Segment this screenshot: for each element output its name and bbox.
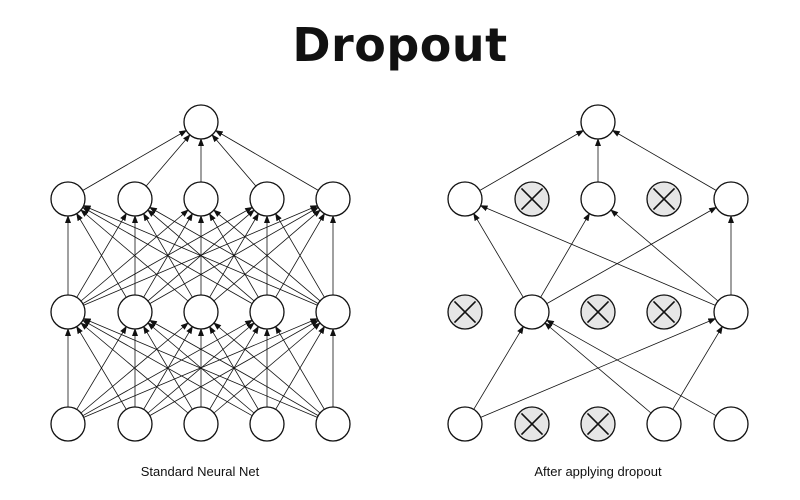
caption-dropout-net: After applying dropout bbox=[534, 464, 662, 479]
standard-network bbox=[50, 104, 351, 442]
edge-hidden1-4-to-hidden2-2 bbox=[213, 209, 321, 302]
hidden1-neuron-5 bbox=[713, 294, 749, 330]
edge-input-1-to-hidden1-0 bbox=[76, 325, 127, 410]
input-neuron-5 bbox=[315, 406, 351, 442]
input-neuron-1 bbox=[447, 406, 483, 442]
hidden2-neuron-3 bbox=[183, 181, 219, 217]
caption-standard-net: Standard Neural Net bbox=[141, 464, 260, 479]
edge-input-4-to-hidden1-1 bbox=[148, 319, 319, 416]
hidden2-neuron-5 bbox=[713, 181, 749, 217]
edge-input-3-to-hidden1-4 bbox=[672, 325, 723, 410]
edge-input-0-to-hidden1-1 bbox=[473, 325, 524, 410]
dropped-cross-icon bbox=[520, 187, 544, 211]
edge-hidden1-4-to-hidden2-3 bbox=[275, 212, 325, 298]
hidden2-neuron-4 bbox=[249, 181, 285, 217]
output-neuron-1 bbox=[183, 104, 219, 140]
input-neuron-4 bbox=[249, 406, 285, 442]
dropped-cross-icon bbox=[652, 300, 676, 324]
input-neuron-1 bbox=[50, 406, 86, 442]
dropout-network bbox=[447, 104, 749, 442]
edge-input-3-to-hidden1-1 bbox=[544, 322, 652, 414]
hidden2-neuron-2 bbox=[117, 181, 153, 217]
hidden1-neuron-4 bbox=[249, 294, 285, 330]
hidden1-neuron-2 bbox=[117, 294, 153, 330]
hidden1-neuron-5 bbox=[315, 294, 351, 330]
dropped-cross-icon bbox=[586, 412, 610, 436]
hidden1-neuron-3 bbox=[183, 294, 219, 330]
edge-input-4-to-hidden1-2 bbox=[213, 322, 321, 414]
hidden1-neuron-2 bbox=[514, 294, 550, 330]
edge-hidden1-3-to-hidden2-0 bbox=[81, 206, 253, 304]
edge-input-4-to-hidden1-1 bbox=[545, 319, 717, 417]
edge-input-2-to-hidden1-0 bbox=[80, 322, 189, 414]
edge-hidden1-1-to-hidden2-4 bbox=[546, 206, 718, 304]
edge-hidden1-4-to-hidden2-1 bbox=[148, 206, 319, 304]
hidden2-neuron-1 bbox=[447, 181, 483, 217]
edge-hidden2-3-to-output-0 bbox=[211, 134, 257, 187]
input-neuron-5 bbox=[713, 406, 749, 442]
edge-hidden1-4-to-hidden2-2 bbox=[610, 209, 719, 302]
dropped-cross-icon bbox=[652, 187, 676, 211]
dropped-cross-icon bbox=[586, 300, 610, 324]
edge-hidden2-0-to-output-0 bbox=[479, 129, 585, 191]
input-neuron-3 bbox=[183, 406, 219, 442]
hidden2-neuron-1 bbox=[50, 181, 86, 217]
edge-hidden2-4-to-output-0 bbox=[611, 129, 717, 191]
edge-hidden1-1-to-hidden2-0 bbox=[473, 212, 524, 298]
edge-input-3-to-hidden1-0 bbox=[81, 319, 253, 417]
output-neuron-1 bbox=[580, 104, 616, 140]
hidden2-neuron-5 bbox=[315, 181, 351, 217]
edge-hidden2-4-to-output-0 bbox=[214, 130, 319, 191]
page-title: Dropout bbox=[292, 18, 508, 72]
edge-hidden1-1-to-hidden2-2 bbox=[540, 212, 590, 298]
edge-hidden2-0-to-output-0 bbox=[82, 129, 188, 191]
edge-hidden1-1-to-hidden2-0 bbox=[76, 212, 127, 298]
edge-hidden1-4-to-hidden2-0 bbox=[82, 205, 318, 306]
dropped-cross-icon bbox=[453, 300, 477, 324]
input-neuron-4 bbox=[646, 406, 682, 442]
hidden2-neuron-3 bbox=[580, 181, 616, 217]
edge-hidden1-4-to-hidden2-0 bbox=[479, 205, 716, 306]
edge-input-4-to-hidden1-0 bbox=[82, 318, 318, 418]
edge-input-4-to-hidden1-3 bbox=[275, 325, 325, 410]
dropped-cross-icon bbox=[520, 412, 544, 436]
edge-hidden2-1-to-output-0 bbox=[145, 134, 191, 187]
edge-hidden1-2-to-hidden2-0 bbox=[80, 209, 189, 302]
hidden1-neuron-1 bbox=[50, 294, 86, 330]
input-neuron-2 bbox=[117, 406, 153, 442]
